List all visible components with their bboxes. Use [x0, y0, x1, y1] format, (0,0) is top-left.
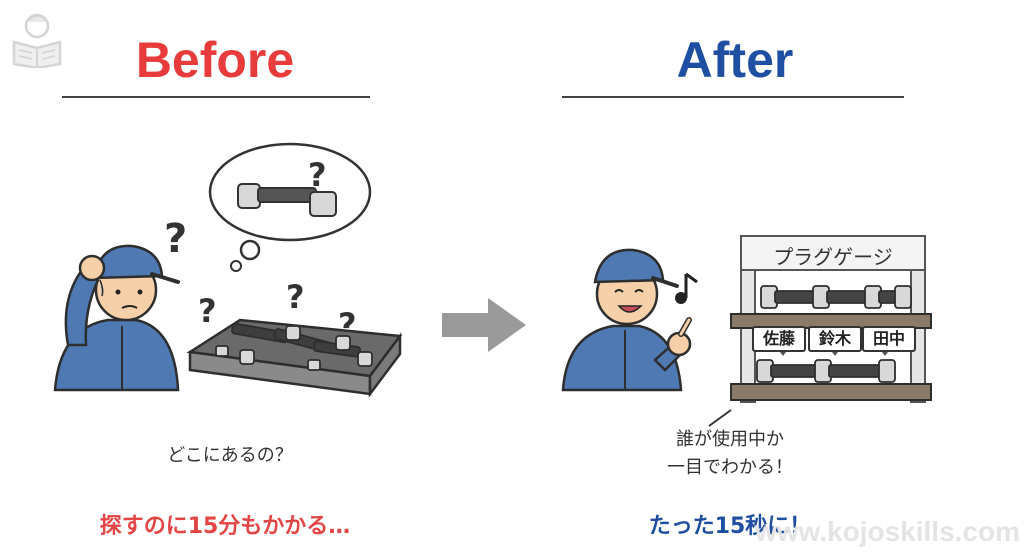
question-mark-icon: ?	[286, 278, 305, 316]
after-caption: 誰が使用中か 一目でわかる！	[620, 426, 840, 482]
after-tagline: たった15秒に！	[648, 514, 812, 539]
thought-bubble: ?	[208, 142, 372, 272]
name-tag-row: 佐藤 鈴木 田中	[752, 326, 920, 352]
name-tag: 鈴木	[808, 326, 862, 352]
before-divider	[62, 96, 370, 98]
question-mark-icon: ?	[198, 292, 217, 330]
gauge-shelf	[730, 235, 932, 403]
after-caption-line2: 一目でわかる！	[667, 456, 793, 478]
before-heading: Before	[135, 32, 295, 88]
shelf-sign: プラグゲージ	[773, 245, 893, 269]
name-tag: 佐藤	[752, 326, 806, 352]
after-divider	[562, 96, 904, 98]
question-mark-icon: ?	[308, 156, 327, 194]
happy-worker	[561, 248, 692, 392]
after-caption-line1: 誰が使用中か	[676, 429, 784, 450]
question-mark-icon: ?	[164, 216, 187, 262]
before-tagline: 探すのに15分もかかる…	[99, 514, 351, 539]
watermark: www.kojoskills.com	[754, 516, 1020, 547]
after-illustration	[561, 235, 932, 427]
name-tag: 田中	[862, 326, 916, 352]
before-caption: どこにあるの？	[167, 445, 293, 466]
music-note-icon	[675, 272, 698, 304]
logo-reader-icon	[12, 13, 62, 68]
confused-worker	[53, 244, 180, 392]
after-heading: After	[676, 32, 794, 88]
before-illustration: ? ? ? ? ?	[53, 142, 403, 398]
arrow-right-icon	[442, 298, 526, 352]
plug-gauge-icon	[237, 183, 337, 217]
messy-tray	[186, 318, 403, 398]
